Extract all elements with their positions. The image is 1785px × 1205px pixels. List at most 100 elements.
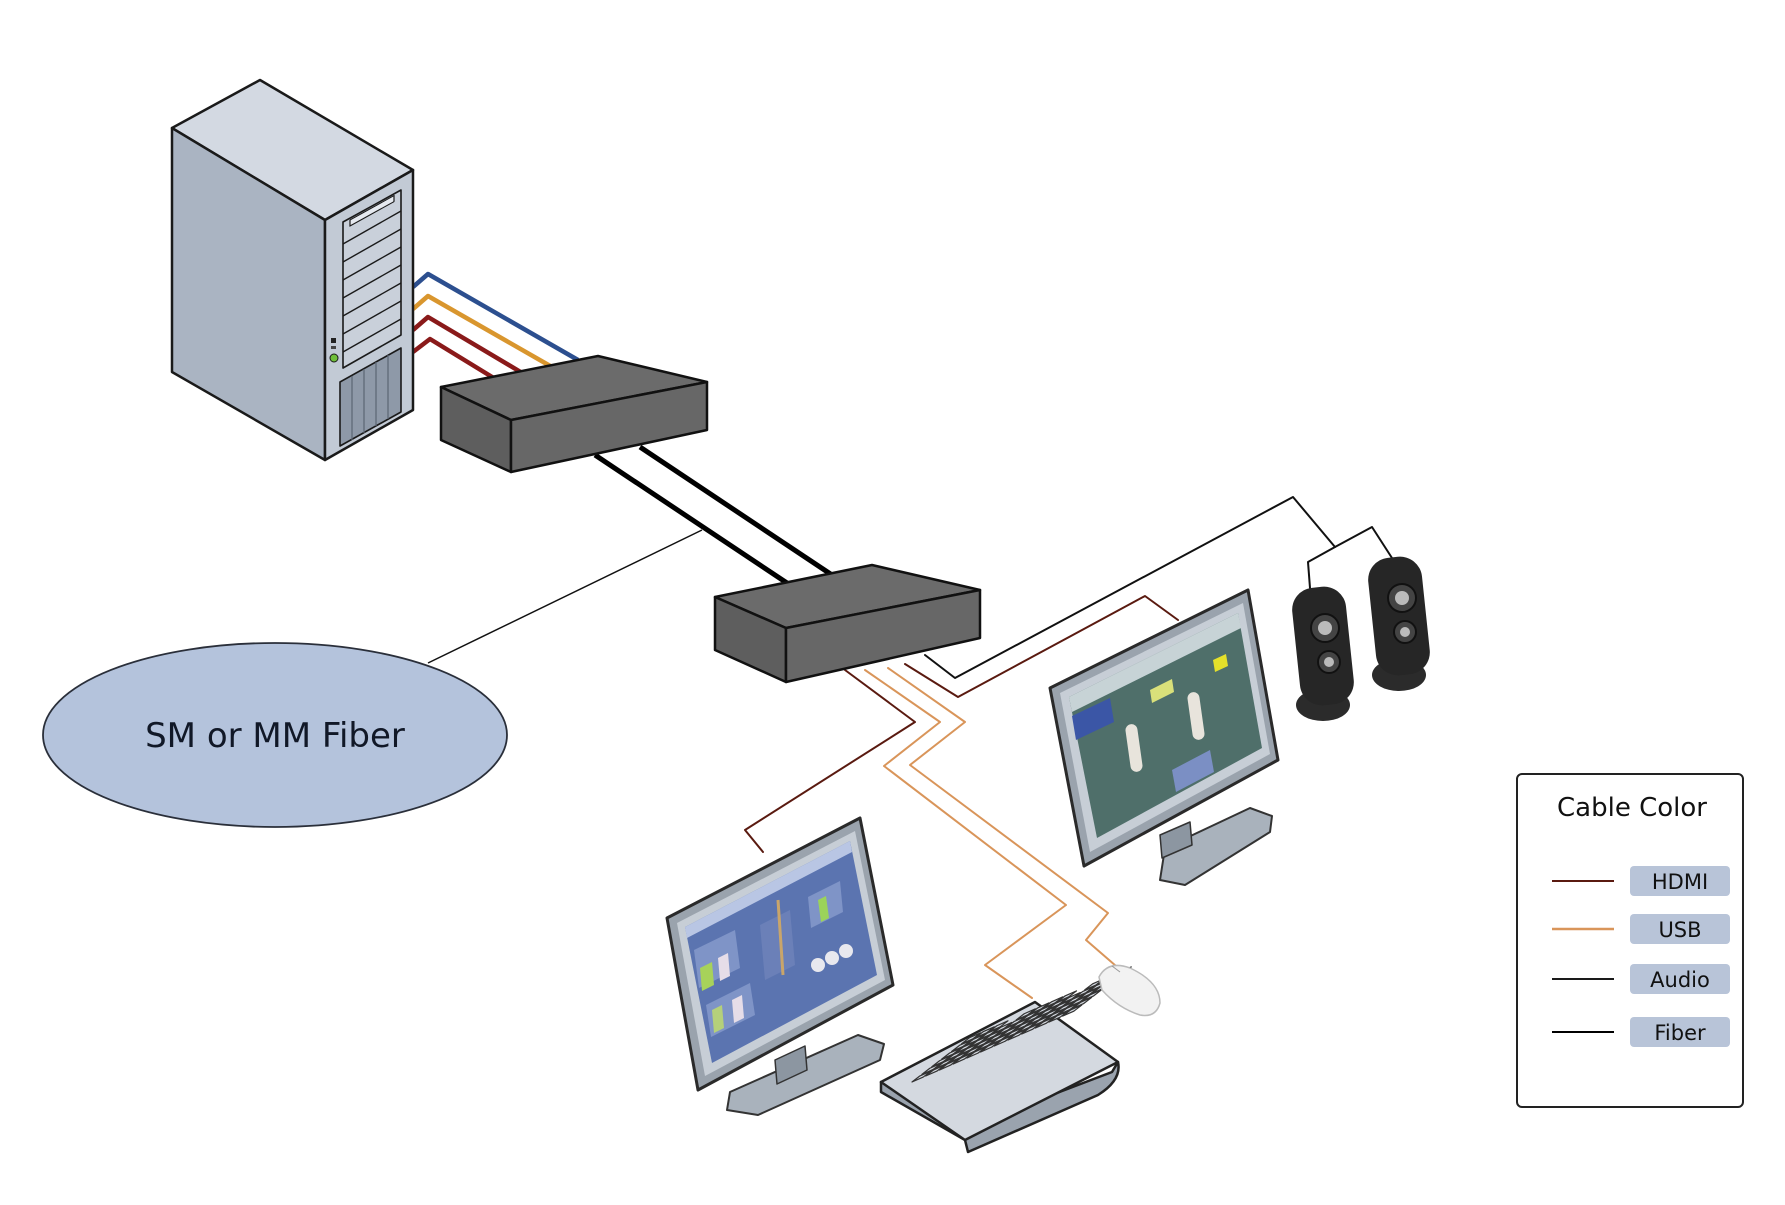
cable-audio	[924, 496, 1336, 679]
keyboard-key[interactable]	[911, 1070, 932, 1083]
keyboard-key[interactable]	[1027, 1013, 1048, 1026]
keyboard-key[interactable]	[1003, 1026, 1024, 1040]
tower-vent	[339, 347, 402, 447]
keyboard-key[interactable]	[1074, 985, 1095, 999]
keyboard-key[interactable]	[1023, 1011, 1044, 1024]
legend-label-bg	[1630, 914, 1730, 944]
keyboard-key[interactable]	[944, 1049, 966, 1062]
keyboard-key[interactable]	[1036, 1005, 1058, 1018]
keyboard-key[interactable]	[1009, 1017, 1030, 1030]
keyboard-key[interactable]	[950, 1039, 972, 1053]
keyboard-key[interactable]	[1034, 1016, 1055, 1029]
keyboard-key[interactable]	[995, 1023, 1017, 1036]
screen-content	[1069, 613, 1241, 792]
keyboard-key[interactable]	[962, 1044, 983, 1057]
drive-bay-lines	[342, 210, 402, 353]
keyboard-key[interactable]	[1050, 999, 1071, 1012]
keyboard-key[interactable]	[1005, 1015, 1027, 1029]
power-button-icon[interactable]	[329, 353, 339, 363]
keyboard-key[interactable]	[974, 1026, 995, 1039]
monitor-left[interactable]	[665, 816, 895, 1116]
keyboard-key[interactable]	[1078, 987, 1099, 1000]
keyboard-key[interactable]	[1043, 996, 1064, 1009]
keyboard-key[interactable]	[966, 1046, 987, 1059]
keyboard-key[interactable]	[938, 1058, 960, 1071]
keyboard-key[interactable]	[1040, 1007, 1062, 1020]
cable-hdmi-right-monitor	[904, 595, 1179, 698]
cable-usb-mouse	[887, 667, 1117, 967]
legend-label-fiber: Fiber	[1654, 1021, 1706, 1045]
keyboard-key[interactable]	[925, 1064, 946, 1077]
status-led	[331, 338, 336, 343]
keyboard-key[interactable]	[954, 1041, 976, 1054]
keyboard-key[interactable]	[921, 1062, 942, 1075]
keyboard-key[interactable]	[1068, 995, 1089, 1008]
monitor-stand	[1159, 807, 1273, 886]
keyboard-key[interactable]	[968, 1035, 989, 1048]
speaker-right[interactable]	[1366, 555, 1432, 691]
keyboard-key[interactable]	[1054, 1001, 1075, 1014]
keyboard-key[interactable]	[934, 1056, 956, 1069]
cable-blue	[411, 271, 580, 362]
keyboard-key[interactable]	[952, 1052, 973, 1065]
keyboard-key[interactable]	[985, 1031, 1007, 1044]
fiber-callout-label: SM or MM Fiber	[145, 716, 405, 756]
speaker-tweeter-cone	[1400, 627, 1410, 637]
speaker-left[interactable]	[1290, 585, 1356, 721]
keyboard-key[interactable]	[958, 1043, 979, 1056]
keyboard-key[interactable]	[1020, 1022, 1042, 1035]
speaker-tweeter-cone	[1324, 657, 1334, 667]
cable-audio-right-speaker	[1334, 526, 1393, 559]
speaker-woofer-cone	[1318, 621, 1332, 635]
monitor-right[interactable]	[1048, 588, 1280, 886]
keyboard-key[interactable]	[999, 1025, 1021, 1038]
keyboard-key[interactable]	[1030, 1014, 1052, 1028]
keyboard-key[interactable]	[941, 1047, 962, 1060]
tower-cables	[411, 271, 580, 382]
keyboard-key[interactable]	[992, 1021, 1013, 1035]
legend-label-bg	[1630, 866, 1730, 896]
screen-content	[685, 841, 853, 1037]
legend-label-audio: Audio	[1650, 968, 1710, 992]
keyboard-key[interactable]	[979, 1040, 1001, 1053]
keyboard[interactable]	[879, 966, 1132, 1154]
keyboard-key[interactable]	[1056, 990, 1078, 1003]
keyboard-key[interactable]	[948, 1050, 970, 1063]
keyboard-key[interactable]	[1046, 997, 1068, 1011]
computer-tower[interactable]	[170, 78, 415, 462]
keyboard-key[interactable]	[964, 1033, 986, 1047]
keyboard-key[interactable]	[1062, 1004, 1083, 1017]
keyboard-key[interactable]	[1060, 991, 1081, 1005]
keyboard-key[interactable]	[1064, 993, 1085, 1006]
keyboard-key[interactable]	[1019, 1009, 1040, 1023]
keyboard-key[interactable]	[1029, 1002, 1050, 1015]
keyboard-key[interactable]	[989, 1032, 1011, 1046]
keyboard-key[interactable]	[1058, 1002, 1079, 1016]
keyboard-key[interactable]	[1007, 1028, 1028, 1041]
keyboard-key[interactable]	[976, 1038, 997, 1051]
legend-label-hdmi: HDMI	[1652, 870, 1708, 894]
keyboard-key[interactable]	[931, 1055, 952, 1068]
keyboard-key[interactable]	[993, 1034, 1014, 1047]
keyboard-key[interactable]	[988, 1020, 1009, 1033]
keyboard-key[interactable]	[1017, 1020, 1038, 1034]
keyboard-key[interactable]	[1033, 1003, 1054, 1017]
receiver-cables	[744, 496, 1393, 999]
keyboard-key[interactable]	[1015, 1008, 1037, 1021]
keyboard-key[interactable]	[978, 1027, 999, 1041]
keyboard-key[interactable]	[1048, 1010, 1069, 1023]
keyboard-key[interactable]	[1071, 996, 1093, 1010]
monitor-neck	[774, 1045, 808, 1085]
fiber-cables	[593, 444, 837, 588]
fiber-cable-2	[638, 444, 837, 580]
keyboard-key[interactable]	[982, 1029, 1003, 1042]
monitor-neck	[1159, 821, 1193, 859]
keyboard-key[interactable]	[1013, 1019, 1034, 1032]
mouse[interactable]	[1098, 964, 1161, 1017]
keyboard-key[interactable]	[960, 1032, 982, 1045]
extender-transmitter[interactable]	[439, 354, 709, 474]
extender-receiver[interactable]	[713, 563, 982, 684]
keyboard-key[interactable]	[1044, 1008, 1065, 1022]
keyboard-key[interactable]	[972, 1037, 993, 1050]
